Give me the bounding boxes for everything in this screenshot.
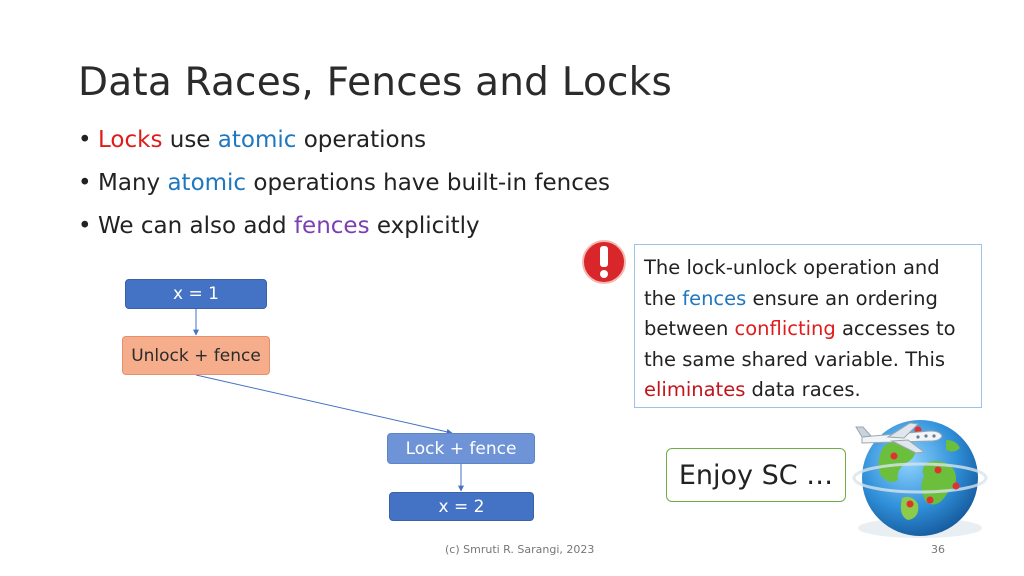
text-segment: ensure an ordering <box>746 286 938 310</box>
callout-line: between conflicting accesses to <box>644 314 973 345</box>
enjoy-sc-box: Enjoy SC … <box>666 448 846 502</box>
text-segment: atomic <box>217 127 297 153</box>
text-segment: accesses to <box>835 317 956 340</box>
bullet-text: We can also add fences explicitly <box>98 213 480 239</box>
text-segment: Locks <box>98 127 163 153</box>
bullet-text: Many atomic operations have built-in fen… <box>98 170 610 196</box>
explanation-callout: The lock-unlock operation and the fences… <box>634 244 982 408</box>
callout-line: the fences ensure an ordering <box>644 284 973 315</box>
bullet-text: Locks use atomic operations <box>98 127 426 153</box>
callout-line: eliminates data races. <box>644 375 973 406</box>
text-segment: fences <box>682 286 747 310</box>
text-segment: the <box>644 286 683 310</box>
callout-line: the same shared variable. This <box>644 345 973 376</box>
text-segment: fences <box>293 213 370 239</box>
text-segment: conflicting <box>734 317 836 340</box>
bullet-item: •We can also add fences explicitly <box>78 210 610 253</box>
box-unlock-fence: Unlock + fence <box>122 336 270 375</box>
text-segment: The lock-unlock operation and <box>644 256 940 279</box>
footer-credit: (c) Smruti R. Sarangi, 2023 <box>445 543 595 556</box>
box-lock-fence: Lock + fence <box>387 433 535 464</box>
arrow-unlock-to-lock <box>195 374 453 435</box>
box-x-equals-2: x = 2 <box>389 492 534 521</box>
text-segment: operations have built-in fences <box>246 170 611 196</box>
text-segment: eliminates <box>644 378 746 401</box>
slide-number: 36 <box>931 543 945 556</box>
text-segment: explicitly <box>369 213 480 239</box>
text-segment: We can also add <box>98 213 294 239</box>
bullet-list: •Locks use atomic operations •Many atomi… <box>78 124 610 253</box>
text-segment: between <box>644 317 735 340</box>
box-x-equals-1: x = 1 <box>125 279 267 309</box>
text-segment: atomic <box>167 170 247 196</box>
bullet-item: •Many atomic operations have built-in fe… <box>78 167 610 210</box>
bullet-dot: • <box>78 127 92 153</box>
slide-title: Data Races, Fences and Locks <box>78 60 672 105</box>
text-segment: Many <box>98 170 168 196</box>
text-segment: use <box>162 127 218 153</box>
text-segment: the same shared variable. This <box>644 347 946 371</box>
callout-line: The lock-unlock operation and <box>644 253 973 284</box>
bullet-dot: • <box>78 213 92 239</box>
text-segment: operations <box>296 127 427 153</box>
text-segment: data races. <box>745 378 861 401</box>
bullet-item: •Locks use atomic operations <box>78 124 610 167</box>
bullet-dot: • <box>78 170 92 196</box>
